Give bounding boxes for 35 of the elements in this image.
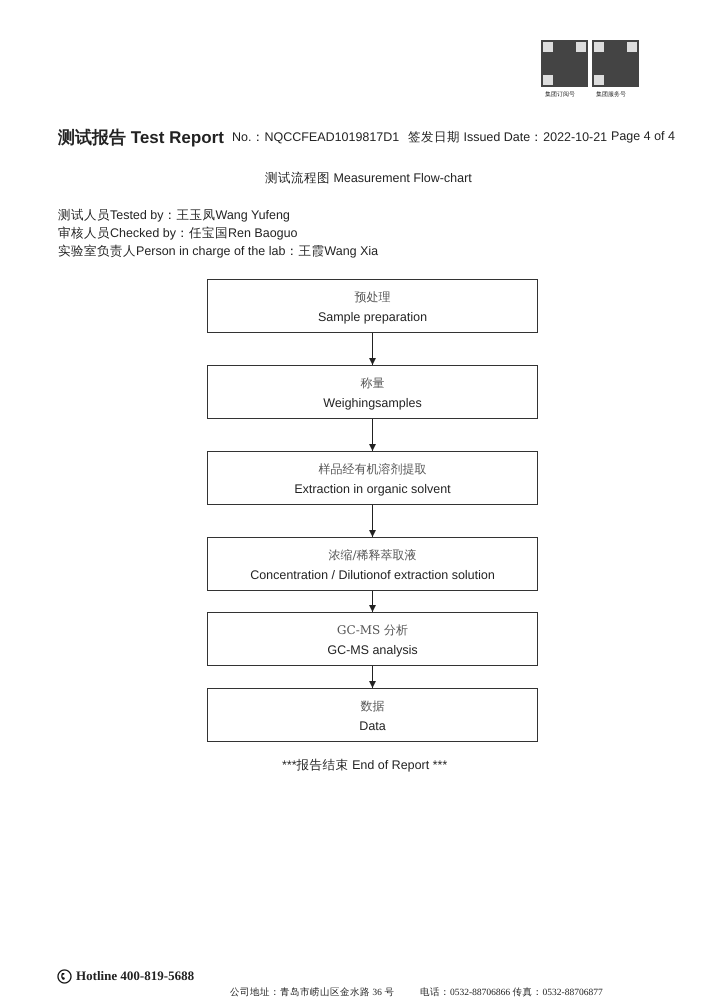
process-box <box>207 365 538 419</box>
issue-date: 签发日期 Issued Date：2022-10-21 <box>408 129 608 146</box>
process-box <box>207 688 538 742</box>
report-number: No.：NQCCFEAD1019817D1 <box>232 129 400 146</box>
step-title: 数据 <box>360 698 384 714</box>
arrow <box>369 666 376 688</box>
report-heading: 测试报告 Test Report <box>58 127 224 149</box>
process-box <box>207 537 538 591</box>
diagram-title: 测试流程图 Measurement Flow-chart <box>265 170 472 187</box>
step-title: GC-MS 分析 <box>336 622 408 638</box>
lab-head-line: 实验室负责人Person in charge of the lab：王霞Wang Xia <box>58 243 378 260</box>
step-title: 浓缩/稀释萃取液 <box>328 546 417 564</box>
step-description: Sample preparation <box>318 310 428 324</box>
step-description: Weighingsamples <box>323 396 422 410</box>
address-text: 公司地址：青岛市崂山区金水路 36 号 <box>230 986 394 999</box>
end-of-report-note: ***报告结束 End of Report *** <box>282 757 448 774</box>
step-title: 预处理 <box>354 288 390 306</box>
step-description: Data <box>359 718 386 732</box>
process-box <box>207 451 538 505</box>
step-title: 称量 <box>360 374 384 392</box>
step-title: 样品经有机溶剂提取 <box>318 460 426 478</box>
page-number: Page 4 of 4 <box>611 129 675 143</box>
arrow <box>369 504 376 538</box>
checker-line: 审核人员Checked by：任宝国Ren Baoguo <box>58 225 298 242</box>
tester-line: 测试人员Tested by：王玉凤Wang Yufeng <box>58 207 290 224</box>
step-description: GC-MS analysis <box>327 642 418 656</box>
process-box <box>207 279 538 333</box>
step-description: Concentration / Dilutionof extraction solution <box>250 568 495 582</box>
process-box <box>207 612 538 666</box>
hotline-text: Hotline 400-819-5688 <box>76 968 194 984</box>
step-description: Extraction in organic solvent <box>294 482 451 496</box>
phone-fax-text: 电话：0532-88706866 传真：0532-88706877 <box>420 986 603 999</box>
arrow <box>369 332 376 366</box>
arrow <box>369 418 376 452</box>
arrow <box>369 590 376 612</box>
